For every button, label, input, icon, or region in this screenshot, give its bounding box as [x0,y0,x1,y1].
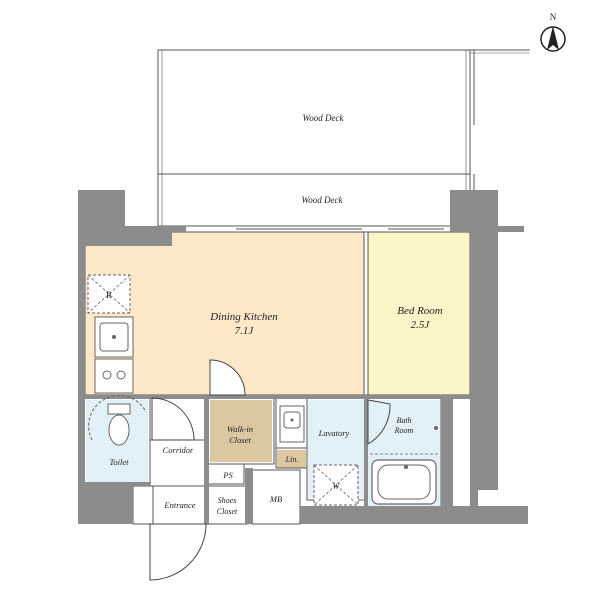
bed-room [368,232,470,395]
sink-icon [94,316,134,358]
bed-room-label: Bed Room [397,305,443,317]
dining-kitchen-label: Dining Kitchen [209,311,278,323]
ps-label: PS [222,470,233,480]
walk-in-closet-room [210,400,272,462]
toilet-label: Toilet [109,457,129,467]
lin-closet [277,450,306,468]
bathtub-icon [370,426,438,505]
wood-deck-area [157,49,530,227]
window-marks [236,228,444,233]
lavatory-label: Lavatory [318,428,350,438]
stove-icon [94,358,134,394]
fridge-icon: R [87,274,131,314]
wood-deck-lower-label: Wood Deck [302,195,344,205]
door-swings [149,359,391,581]
north-compass-icon: N [540,12,566,52]
fridge-label: R [106,290,112,300]
walk-in-closet-label-1: Walk-in [227,424,253,434]
bed-room-size: 2.5J [411,319,431,331]
bath-room-label-2: Room [394,426,414,435]
shoes-closet-label-2: Closet [217,507,238,516]
toilet-icon [88,395,147,446]
shoes-closet-label-1: Shoes [218,496,237,505]
walls [78,190,528,525]
wash-basin-icon [279,405,305,443]
lin-label: Lin. [285,455,299,464]
washing-machine-icon: W [313,464,359,506]
corridor-label: Corridor [163,445,194,455]
wood-deck-upper-label: Wood Deck [303,113,345,123]
entrance-label: Entrance [163,500,195,510]
bath-room-label-1: Bath [396,416,411,425]
walk-in-closet-label-2: Closet [229,435,251,445]
dining-kitchen-size: 7.1J [235,325,255,337]
mb-label: MB [269,494,282,504]
compass-label: N [550,12,557,22]
washer-label: W [333,482,341,491]
